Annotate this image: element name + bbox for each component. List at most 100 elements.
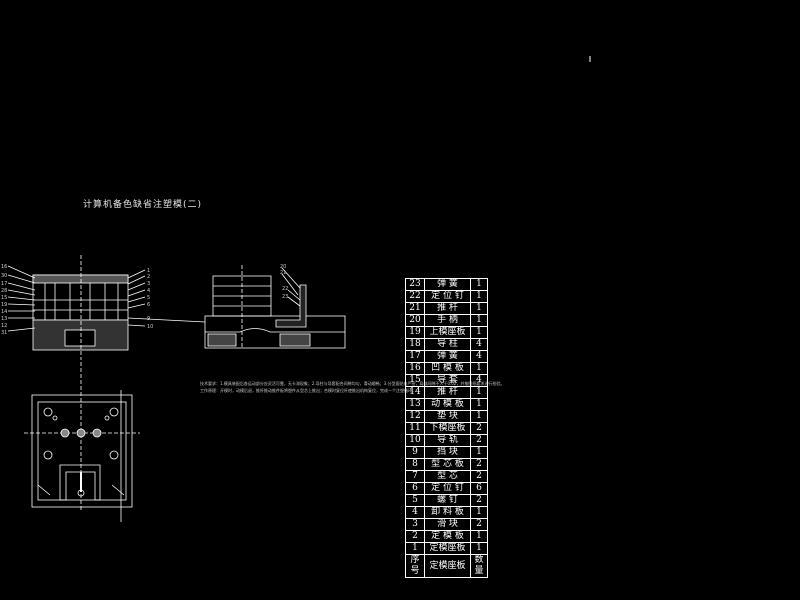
bom-cell-name: 推 杆	[424, 302, 471, 315]
callouts-section: 20 21 22 23	[280, 264, 288, 300]
guide-hole-br	[109, 450, 119, 460]
top-clamp-plate	[32, 274, 129, 284]
section-hatch-right	[279, 333, 311, 347]
callout-left-4: 28	[1, 288, 7, 294]
leader-line	[127, 324, 146, 327]
bom-cell-no: 1	[405, 542, 425, 555]
bom-cell-no: 10	[405, 434, 425, 447]
section-leader	[281, 267, 301, 289]
bom-cell-qty: 1	[470, 362, 488, 375]
callout-right-6: 6	[147, 302, 150, 308]
bom-cell-qty: 1	[470, 542, 488, 555]
bom-cell-name: 导 柱	[424, 338, 471, 351]
bom-cell-qty: 1	[470, 314, 488, 327]
leader-line	[7, 265, 36, 279]
callout-right-9: 9	[147, 316, 150, 322]
bom-cell-no: 17	[405, 350, 425, 363]
bom-cell-name: 滑 块	[424, 518, 471, 531]
bom-cell-qty: 4	[470, 338, 488, 351]
bom-cell-name: 定模座板	[424, 542, 471, 555]
leader-line	[7, 282, 36, 291]
bom-cell-name: 垫 块	[424, 410, 471, 423]
callout-left-3: 17	[1, 281, 7, 287]
bom-cell-no: 6	[405, 482, 425, 495]
bom-cell-no: 5	[405, 494, 425, 507]
bom-header-qty: 数量	[470, 554, 488, 578]
ejector-knob	[77, 489, 85, 497]
bom-cell-qty: 2	[470, 470, 488, 483]
bom-cell-name: 定 位 钉	[424, 482, 471, 495]
callout-section-3: 22	[282, 286, 288, 292]
bom-header-name: 定模座板	[424, 554, 471, 578]
top-view-outline	[31, 394, 133, 508]
bom-cell-no: 13	[405, 398, 425, 411]
bom-cell-qty: 2	[470, 434, 488, 447]
leader-line	[7, 274, 36, 284]
bom-cell-no: 14	[405, 386, 425, 399]
section-leader	[287, 296, 301, 307]
bom-cell-no: 11	[405, 422, 425, 435]
leader-line	[127, 303, 146, 309]
bom-cell-name: 弹 簧	[424, 350, 471, 363]
leader-line	[7, 327, 36, 332]
bom-cell-no: 23	[405, 278, 425, 291]
bom-cell-qty: 1	[470, 278, 488, 291]
bom-cell-no: 9	[405, 446, 425, 459]
bom-cell-name: 推 杆	[424, 386, 471, 399]
guide-hole-tl	[43, 407, 53, 417]
bom-cell-name: 动 模 板	[424, 398, 471, 411]
bom-cell-no: 15	[405, 374, 425, 387]
core-hole-1	[60, 428, 70, 438]
core-hole-3	[92, 428, 102, 438]
callout-section-4: 23	[282, 294, 288, 300]
callout-section-2: 21	[280, 270, 286, 276]
bom-cell-qty: 1	[470, 530, 488, 543]
core-hole-2	[76, 428, 86, 438]
bom-cell-name: 螺 钉	[424, 494, 471, 507]
section-leader	[281, 273, 299, 296]
callout-right-1: 1	[147, 268, 150, 274]
front-assembly-view	[7, 255, 206, 360]
callout-right-10: 10	[147, 324, 153, 330]
top-view	[24, 362, 140, 522]
bom-cell-qty: 1	[470, 410, 488, 423]
slide-channel	[59, 464, 101, 501]
callout-left-10: 31	[1, 330, 7, 336]
leader-line	[127, 289, 146, 297]
callout-left-8: 13	[1, 316, 7, 322]
callout-left-2: 30	[1, 273, 7, 279]
bom-cell-no: 3	[405, 518, 425, 531]
bom-cell-name: 下模座板	[424, 422, 471, 435]
bom-cell-qty: 1	[470, 290, 488, 303]
bom-cell-qty: 1	[470, 386, 488, 399]
top-view-inner	[37, 401, 127, 501]
callouts-right: 1 2 3 4 5 6 9 10	[147, 268, 153, 330]
bom-cell-qty: 6	[470, 482, 488, 495]
leader-line	[127, 296, 146, 303]
bom-cell-no: 12	[405, 410, 425, 423]
callout-left-9: 12	[1, 323, 7, 329]
bom-cell-qty: 1	[470, 506, 488, 519]
section-leader	[287, 289, 301, 301]
leader-line-long	[127, 317, 206, 323]
